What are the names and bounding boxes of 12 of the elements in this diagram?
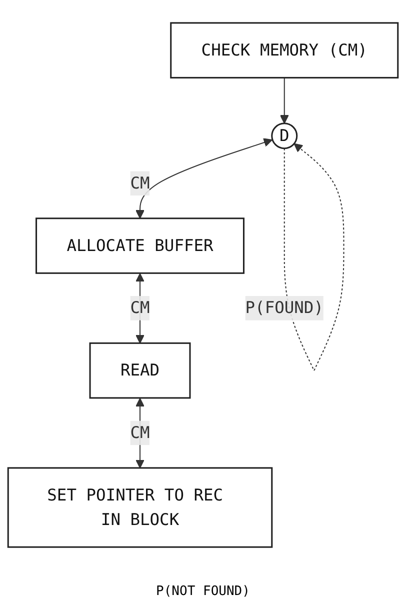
edge-label: CM: [130, 422, 150, 442]
node-box: SET POINTER TO REC IN BLOCK: [7, 467, 273, 548]
edge-label: P(FOUND): [245, 298, 324, 318]
node-box: CHECK MEMORY (CM): [170, 22, 399, 78]
node-circle: D: [271, 122, 298, 150]
note-text: P(NOT FOUND): [156, 584, 250, 599]
edge-label: CM: [130, 298, 150, 318]
node-box: ALLOCATE BUFFER: [36, 218, 244, 274]
arrow: [280, 78, 289, 124]
node-box: READ: [89, 342, 191, 399]
edge-label: CM: [130, 173, 150, 192]
arrow: [136, 138, 273, 219]
